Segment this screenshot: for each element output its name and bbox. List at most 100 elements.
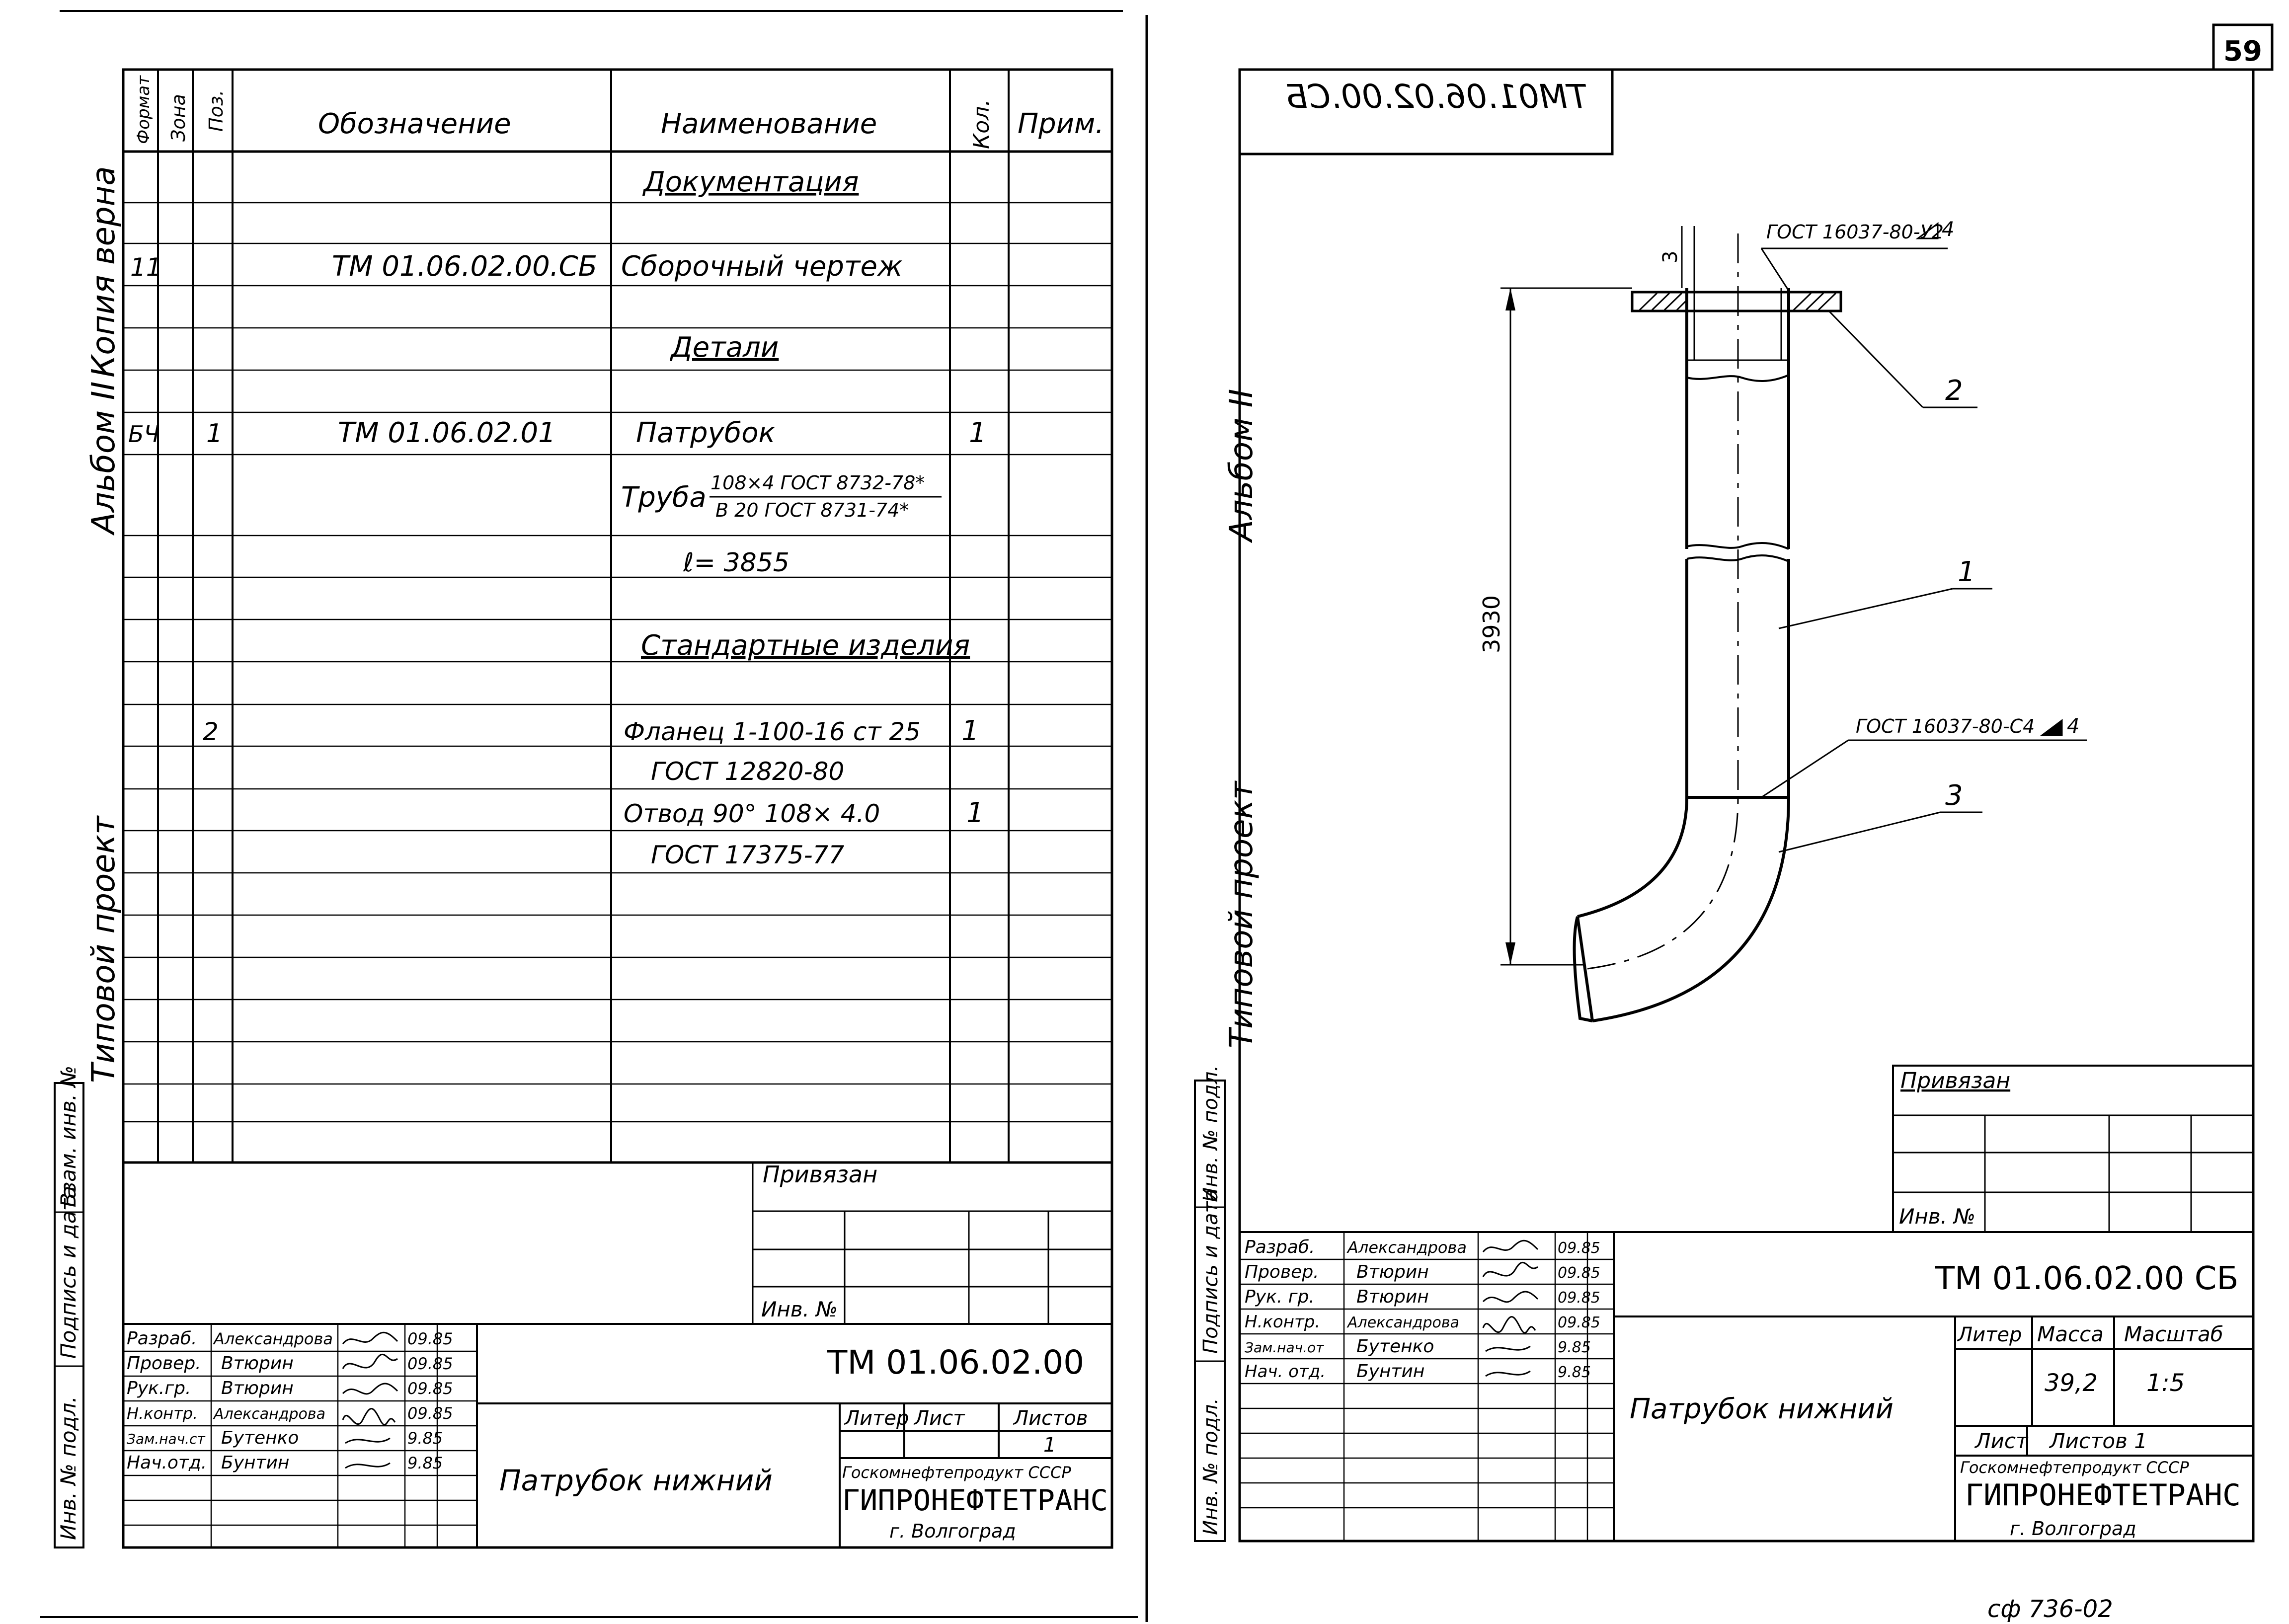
privyazan-block — [752, 1162, 1112, 1324]
right-inv-no: Инв. № — [1899, 1204, 1975, 1229]
name-zam: Бутенко — [221, 1428, 299, 1448]
r-role-razrab: Разраб. — [1245, 1237, 1315, 1257]
liter-label: Литер — [844, 1407, 909, 1430]
pos-2: 2 — [1945, 375, 1963, 407]
right-title-block-grid — [1240, 1231, 2253, 1541]
r-role-prover: Провер. — [1245, 1262, 1319, 1282]
right-sheet: 59 Альбом II Типовой проект Инв. № подл.… — [1194, 23, 2274, 1543]
name-razrab: Александрова — [213, 1329, 333, 1348]
right-privyazan-label: Привязан — [1900, 1068, 2010, 1093]
row5-numerator: 108×4 ГОСТ 8732-78* — [710, 472, 925, 494]
r-name-nach: Бунтин — [1356, 1361, 1424, 1382]
name-nkontr: Александрова — [213, 1405, 325, 1423]
hdr-designation: Обозначение — [318, 108, 511, 140]
hdr-qty: Кол. — [969, 99, 994, 149]
listov-label: Листов — [1013, 1407, 1088, 1430]
r-role-zam: Зам.нач.от — [1245, 1339, 1324, 1356]
weld-top-spec: ГОСТ 16037-80-У2 — [1766, 221, 1944, 243]
row4-designation: ТМ 01.06.02.01 — [338, 417, 556, 449]
drawing-title: Патрубок нижний — [499, 1464, 773, 1497]
r-role-nkontr: Н.контр. — [1245, 1312, 1320, 1332]
row10-name: Отвод 90° 108× 4.0 — [624, 799, 880, 828]
weld-top-leg: 4 — [1942, 218, 1954, 241]
right-sig-strip — [1194, 1080, 1226, 1542]
right-sig-col-3: Инв. № подл. — [1199, 1065, 1222, 1202]
hdr-note: Прим. — [1018, 108, 1104, 140]
hdr-zone: Зона — [167, 94, 189, 142]
hdr-pos: Поз. — [205, 90, 227, 132]
dim-3930: 3930 — [1478, 595, 1505, 653]
right-sig-col-1: Инв. № подл. — [1199, 1398, 1222, 1535]
footer-code: сф 736-02 — [1987, 1595, 2113, 1623]
r-date-razrab: 09.85 — [1558, 1239, 1600, 1257]
pos-3: 3 — [1945, 779, 1963, 812]
r-list-label: Лист — [1974, 1429, 2029, 1453]
r-drawing-code: ТМ 01.06.02.00 СБ — [1935, 1260, 2238, 1297]
signatures — [342, 1331, 398, 1469]
left-frame — [122, 68, 1113, 1549]
typical-project-label: Типовой проект — [85, 815, 122, 1083]
role-prover: Провер. — [127, 1353, 201, 1374]
section-details: Детали — [669, 331, 779, 364]
right-sig-col-2: Подпись и дата — [1199, 1189, 1222, 1354]
r-name-prover: Втюрин — [1356, 1262, 1429, 1282]
name-prover: Втюрин — [221, 1353, 294, 1374]
date-nkontr: 09.85 — [407, 1404, 453, 1423]
date-nach: 9.85 — [407, 1454, 443, 1472]
title-block-sig-grid — [123, 1324, 477, 1547]
r-liter-label: Литер — [1957, 1323, 2022, 1346]
right-album-label: Альбом II — [1223, 389, 1260, 543]
section-standard-items: Стандартные изделия — [641, 629, 970, 662]
list-label: Лист — [913, 1407, 965, 1430]
hdr-format: Формат — [134, 75, 154, 144]
row11-name: ГОСТ 17375-77 — [651, 841, 844, 869]
row8-pos: 2 — [203, 717, 219, 746]
dim-3: 3 — [1659, 251, 1682, 263]
row4-qty: 1 — [969, 417, 987, 449]
row8-name: Фланец 1-100-16 ст 25 — [624, 717, 921, 746]
left-sheet: Альбом II Копия верна Типовой проект Инв… — [54, 68, 1113, 1549]
r-name-nkontr: Александрова — [1346, 1314, 1459, 1331]
role-nkontr: Н.контр. — [127, 1404, 198, 1423]
r-name-razrab: Александрова — [1346, 1238, 1467, 1257]
r-massa-label: Масса — [2037, 1322, 2104, 1346]
sig-strip — [54, 1082, 84, 1548]
sig-col-inv: Инв. № подл. — [56, 1396, 80, 1540]
row2-name: Сборочный чертеж — [621, 250, 902, 283]
r-date-ruk: 09.85 — [1558, 1289, 1600, 1307]
r-masshtab-value: 1:5 — [2146, 1369, 2185, 1397]
r-role-ruk: Рук. гр. — [1245, 1287, 1315, 1307]
copy-label: Копия верна — [85, 166, 122, 378]
row5-prefix: Труба — [621, 481, 707, 514]
sheet-number-box — [2212, 23, 2274, 71]
row8-qty: 1 — [961, 715, 979, 747]
name-ruk: Втюрин — [221, 1378, 294, 1398]
r-date-zam: 9.85 — [1558, 1339, 1591, 1356]
mirrored-stamp: ТМ01.06.02.00.СБ — [1285, 77, 1587, 116]
right-signatures — [1482, 1239, 1539, 1377]
flange-hatch — [1639, 292, 1837, 311]
pipe-drawing: 3930 3 ГОСТ 16037-80-У2 4 2 1 ГОСТ 16037… — [1478, 218, 2087, 1022]
hdr-name: Наименование — [661, 108, 877, 140]
row10-qty: 1 — [966, 797, 984, 829]
listov-value: 1 — [1043, 1434, 1056, 1457]
title-block-grid — [123, 1323, 1112, 1547]
row6-length: ℓ= 3855 — [683, 548, 789, 578]
sig-col-replace: Взам. инв. № — [56, 1066, 80, 1207]
r-role-nach: Нач. отд. — [1245, 1362, 1326, 1382]
org-institute: ГИПРОНЕФТЕТРАНС — [842, 1483, 1108, 1517]
inv-no-label: Инв. № — [761, 1297, 838, 1321]
r-date-prover: 09.85 — [1558, 1264, 1600, 1282]
spec-table-grid — [123, 70, 1112, 1164]
row5-denominator: В 20 ГОСТ 8731-74* — [715, 499, 909, 521]
role-razrab: Разраб. — [127, 1328, 197, 1349]
date-zam: 9.85 — [407, 1429, 443, 1448]
section-documentation: Документация — [642, 166, 859, 198]
right-typical-label: Типовой проект — [1223, 780, 1260, 1048]
pos-1: 1 — [1958, 556, 1975, 588]
org-ministry: Госкомнефтепродукт СССР — [842, 1463, 1071, 1482]
row2-format: 11 — [130, 253, 162, 282]
right-frame — [1238, 68, 2255, 1543]
r-org-ministry: Госкомнефтепродукт СССР — [1960, 1458, 2189, 1477]
drawing-code: ТМ 01.06.02.00 — [827, 1343, 1084, 1382]
